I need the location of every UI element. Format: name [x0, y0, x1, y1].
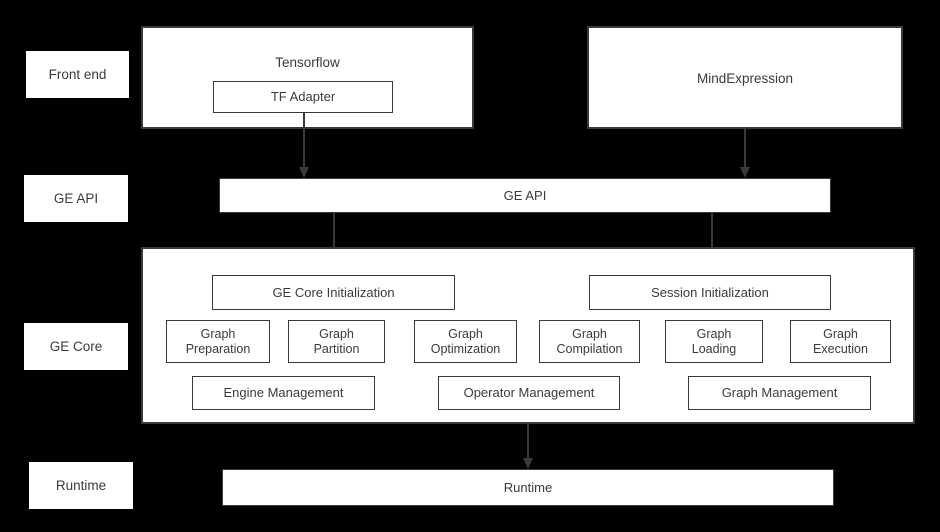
tensorflow-panel [141, 26, 474, 129]
engine-management-box[interactable]: Engine Management [192, 376, 375, 410]
graph-optimization-box[interactable]: Graph Optimization [414, 320, 517, 363]
graph-preparation-box[interactable]: Graph Preparation [166, 320, 270, 363]
tensorflow-panel-title: Tensorflow [275, 55, 340, 70]
mindexpression-panel-title: MindExpression [696, 71, 794, 86]
layer-label-ge-api: GE API [24, 175, 128, 222]
graph-management-box[interactable]: Graph Management [688, 376, 871, 410]
graph-loading-box[interactable]: Graph Loading [665, 320, 763, 363]
session-initialization-box[interactable]: Session Initialization [589, 275, 831, 310]
graph-compilation-box[interactable]: Graph Compilation [539, 320, 640, 363]
layer-label-runtime: Runtime [29, 462, 133, 509]
graph-execution-box[interactable]: Graph Execution [790, 320, 891, 363]
operator-management-box[interactable]: Operator Management [438, 376, 620, 410]
tf-adapter-box[interactable]: TF Adapter [213, 81, 393, 113]
ge-api-bar[interactable]: GE API [219, 178, 831, 213]
layer-label-ge-core: GE Core [24, 323, 128, 370]
layer-label-front-end: Front end [26, 51, 129, 98]
mindexpression-panel [587, 26, 903, 129]
runtime-bar[interactable]: Runtime [222, 469, 834, 506]
graph-partition-box[interactable]: Graph Partition [288, 320, 385, 363]
ge-core-initialization-box[interactable]: GE Core Initialization [212, 275, 455, 310]
